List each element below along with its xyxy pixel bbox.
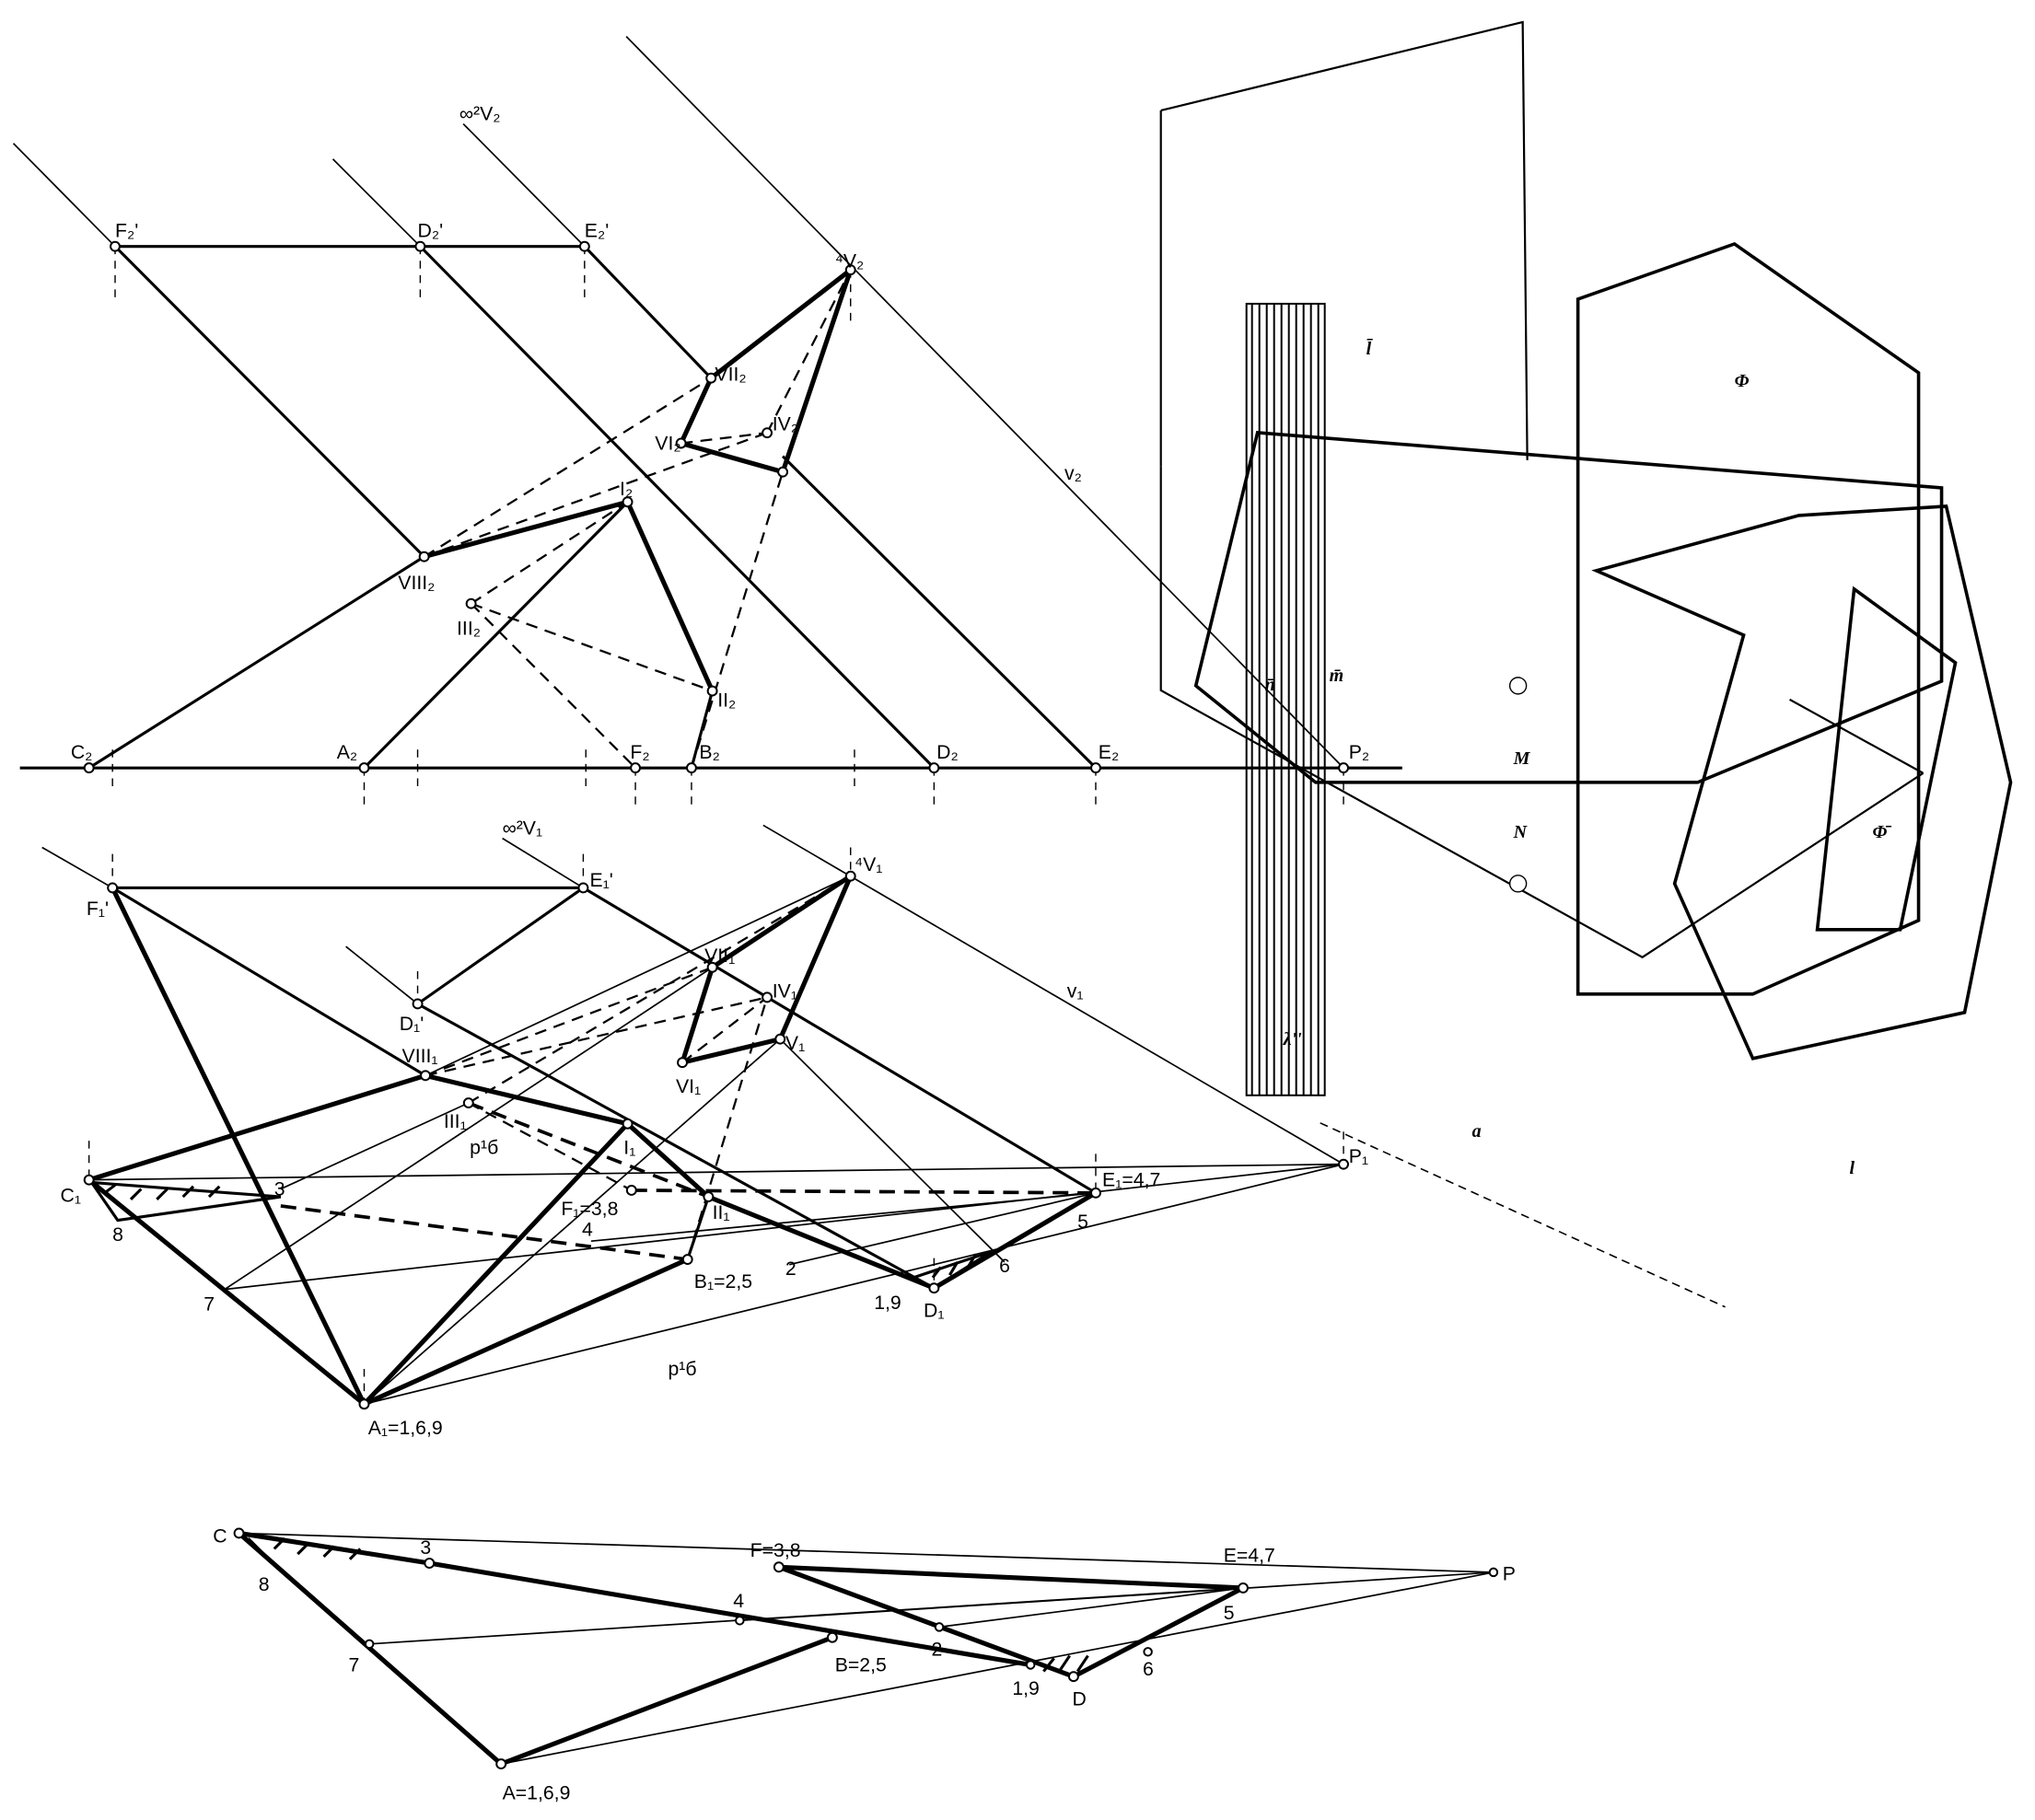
label-5: 5 [1224, 1602, 1235, 1624]
label-e: E=4,7 [1224, 1545, 1275, 1567]
label-viii1: VIII₁ [402, 1045, 438, 1067]
label-vii1: VII₁ [704, 945, 735, 967]
label-d2p: D₂' [418, 220, 444, 242]
label-n: N [1513, 822, 1529, 842]
label-7: 7 [348, 1654, 359, 1676]
projector-f [12, 143, 116, 248]
label-8: 8 [259, 1573, 270, 1595]
edge-e-lower [781, 455, 1098, 770]
label-iv2: IV₂ [773, 412, 798, 435]
edge-e-upper [583, 245, 713, 379]
edge-b [690, 690, 715, 769]
label-3: 3 [274, 1178, 285, 1200]
label-p2: P₂ [1349, 741, 1369, 763]
edge-f [113, 245, 425, 558]
label-a1: A₁=1,6,9 [368, 1417, 443, 1439]
label-p: P [1503, 1562, 1516, 1584]
frontal-view: F₂' D₂' E₂' ⁴V₂ ∞²V₂ VII₂ IV₂ VI₂ I₂ VII… [12, 36, 1402, 809]
hidden-lines [424, 269, 852, 769]
label-vi2: VI₂ [655, 433, 680, 455]
label-v2-line: v₂ [1064, 462, 1082, 484]
label-viii2: VIII₂ [398, 572, 435, 594]
label-f1: F₁=3,8 [561, 1198, 618, 1220]
isometric-sketch: l̄ Φ n̄ m̄ M N Φ̄ λ'' a l [1159, 20, 2013, 1308]
label-i2: I₂ [620, 478, 633, 500]
edge-c [87, 555, 425, 770]
line-v1 [762, 824, 1344, 1165]
points [83, 240, 1349, 774]
horizontal-view: F₁' E₁' ⁴V₁ ∞²V₁ D₁' VII₁ IV₁ V₁ VI₁ VII… [41, 817, 1368, 1439]
label-e2: E₂ [1099, 741, 1119, 763]
label-p1b-upper: p¹б [470, 1136, 498, 1158]
label-f1p: F₁' [87, 898, 109, 920]
label-f2p: F₂' [115, 220, 138, 242]
label-v1: V₁ [785, 1032, 805, 1054]
label-n-bar: n̄ [1265, 675, 1275, 695]
label-b1: B₁=2,5 [694, 1270, 752, 1293]
label-v1-line: v₁ [1067, 980, 1084, 1002]
label-e1: E₁=4,7 [1102, 1169, 1160, 1191]
label-d: D [1072, 1687, 1086, 1710]
label-iv1: IV₁ [773, 980, 797, 1002]
label-b: B=2,5 [835, 1654, 887, 1676]
label-6: 6 [1143, 1658, 1154, 1680]
label-phi: Φ [1735, 371, 1750, 391]
label-2: 2 [932, 1639, 943, 1661]
label-f2: F₂ [630, 741, 649, 763]
point-m [1508, 677, 1528, 695]
label-vii2: VII₂ [715, 364, 746, 386]
label-a2: A₂ [337, 741, 357, 763]
label-c1: C₁ [61, 1185, 82, 1207]
label-b2: B₂ [699, 741, 719, 763]
label-4v2: ⁴V₂ [835, 249, 865, 272]
label-5: 5 [1077, 1211, 1088, 1233]
label-p1b-lower: p¹б [668, 1358, 696, 1380]
label-1-9: 1,9 [1012, 1677, 1040, 1699]
hatch [88, 1180, 993, 1290]
label-d1p: D₁' [400, 1013, 424, 1035]
label-7: 7 [204, 1293, 215, 1315]
label-c: C [213, 1524, 227, 1547]
edge-a [363, 501, 629, 770]
label-e1p: E₁' [589, 869, 612, 891]
label-a: a [1472, 1121, 1482, 1142]
label-6: 6 [999, 1255, 1010, 1277]
label-d1: D₁ [924, 1299, 945, 1321]
label-ii2: II₂ [717, 690, 736, 712]
label-phi-bar: Φ̄ [1873, 822, 1892, 842]
label-vinf2: ∞²V₂ [459, 102, 501, 124]
label-4v1: ⁴V₁ [855, 853, 882, 875]
hatched-section [1245, 302, 1326, 1096]
label-i1: I₁ [623, 1136, 635, 1158]
label-4: 4 [582, 1219, 593, 1241]
edge-d [419, 245, 936, 770]
label-m: M [1513, 748, 1531, 769]
label-d2: D₂ [936, 741, 959, 763]
label-iii2: III₂ [457, 618, 481, 640]
label-8: 8 [112, 1223, 123, 1246]
section-upper [678, 268, 854, 475]
label-ii1: II₁ [713, 1201, 730, 1223]
projector-e [462, 122, 586, 248]
development-view: C 3 F=3,8 E=4,7 P 8 7 4 B=2,5 2 1,9 D 6 … [213, 1524, 1516, 1803]
label-c2: C₂ [71, 741, 93, 763]
label-a: A=1,6,9 [503, 1781, 571, 1803]
point-n [1508, 875, 1528, 893]
line-v2 [625, 36, 1344, 769]
label-1-9: 1,9 [874, 1292, 901, 1314]
label-4: 4 [733, 1590, 744, 1612]
label-lambda: λ'' [1283, 1029, 1302, 1049]
label-l-bar: l̄ [1366, 338, 1373, 359]
label-3: 3 [420, 1536, 431, 1559]
label-f: F=3,8 [750, 1539, 801, 1561]
label-iii1: III₁ [444, 1110, 467, 1132]
label-p1: P₁ [1349, 1145, 1368, 1167]
projector-d [331, 158, 421, 248]
label-l: l [1850, 1158, 1855, 1178]
label-2: 2 [785, 1258, 797, 1280]
label-e2p: E₂' [585, 220, 609, 242]
label-vinf1: ∞²V₁ [503, 817, 543, 839]
label-vi1: VI₁ [676, 1075, 701, 1097]
label-m-bar: m̄ [1330, 666, 1344, 686]
